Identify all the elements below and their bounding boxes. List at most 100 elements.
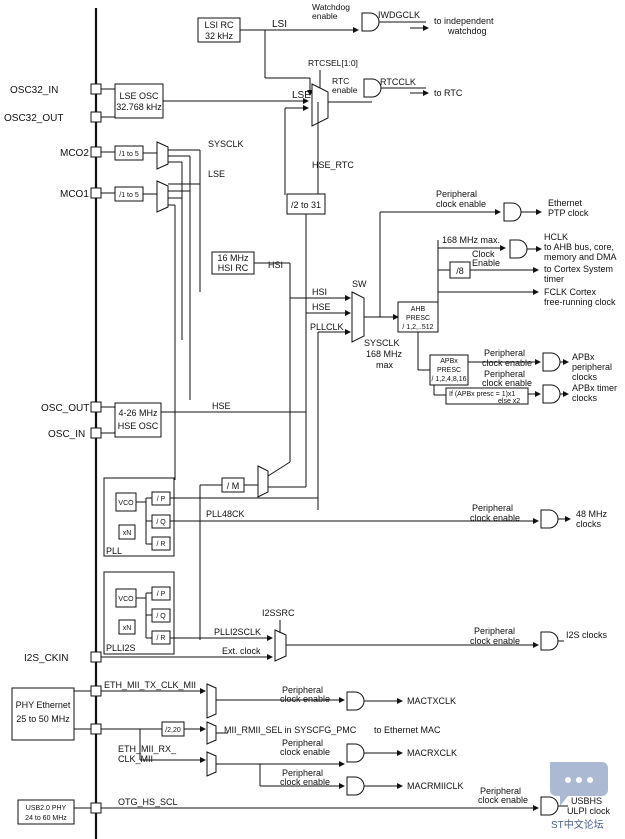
sw-mux: SW xyxy=(351,279,367,343)
mco2-divider: /1 to 5 xyxy=(114,145,144,161)
macrx-gate: Peripheral clock enable xyxy=(280,738,365,763)
i2s-clocks-label: I2S clocks xyxy=(566,630,608,640)
sw-hse-label: HSE xyxy=(312,302,331,312)
lse-osc-block: LSE OSC 32.768 kHz xyxy=(114,83,164,119)
ptp-enable-label: Peripheral xyxy=(436,189,477,199)
ahb-label: AHB xyxy=(411,306,426,313)
ethernet-ptp-label: Ethernet xyxy=(548,198,583,208)
i2ssrc-mux: I2SSRC xyxy=(262,608,295,662)
sw-pllclk-label: PLLCLK xyxy=(310,322,344,332)
watermark-logo xyxy=(550,762,608,806)
mactx-enable-label-2: clock enable xyxy=(280,694,330,704)
hse-rtc-divider-label: /2 to 31 xyxy=(291,200,321,210)
i2s-enable-label-2: clock enable xyxy=(470,636,520,646)
pll-xn-label: xN xyxy=(123,530,132,537)
plli2s-block: VCO xN / P / Q / R PLLI2S xyxy=(103,571,175,655)
mco2-divider-label: /1 to 5 xyxy=(119,151,139,158)
mii-rmii-mux xyxy=(206,721,217,745)
lse-signal-label: LSE xyxy=(292,90,311,101)
hse-osc-block: 4-26 MHz HSE OSC xyxy=(114,402,162,438)
apbx-periph-label: APBx xyxy=(572,352,595,362)
macrmii-enable-label: Peripheral xyxy=(282,768,323,778)
mco2-mux xyxy=(156,141,169,170)
usbhs-enable-label-2: clock enable xyxy=(478,795,528,805)
lsi-rc-freq: 32 kHz xyxy=(205,31,234,41)
osc-out-pin xyxy=(90,401,102,413)
plli2s-r-label: / R xyxy=(157,635,166,642)
i2s-enable-label: Peripheral xyxy=(474,626,515,636)
osc32-out-pin xyxy=(90,111,102,123)
pll-source-mux xyxy=(257,465,269,498)
mco2-sysclk-label: SYSCLK xyxy=(208,139,244,149)
pll48-gate: Peripheral clock enable xyxy=(470,503,559,529)
rtc-enable-label: RTC xyxy=(332,76,349,86)
usbhs-enable-label: Peripheral xyxy=(480,786,521,796)
rtcsel-label: RTCSEL[1:0] xyxy=(308,58,358,68)
mactxclk-label: MACTXCLK xyxy=(407,696,456,706)
usbhs-label-2: ULPI clock xyxy=(567,806,611,816)
pll-m-divider: / M xyxy=(221,477,245,493)
ethernet-ptp-gate: Peripheral clock enable xyxy=(436,189,522,222)
lse-mco-label: LSE xyxy=(208,169,225,179)
osc32-in-label: OSC32_IN xyxy=(10,85,58,96)
ethernet-ptp-label-2: PTP clock xyxy=(548,208,589,218)
macrmii-gate: Peripheral clock enable xyxy=(280,768,365,796)
48mhz-label-2: clocks xyxy=(576,519,602,529)
to-watchdog-label-2: watchdog xyxy=(447,26,487,36)
hsi-rc-label: HSI RC xyxy=(218,263,249,273)
watchdog-and-gate: Watchdog enable xyxy=(312,2,380,32)
otg-hs-pin xyxy=(90,802,102,814)
mco1-divider-label: /1 to 5 xyxy=(119,192,139,199)
apbx-timer-label: APBx timer xyxy=(572,383,617,393)
otg-hs-scl-label: OTG_HS_SCL xyxy=(118,797,178,807)
ahb-max-label: 168 MHz max. xyxy=(442,235,500,245)
apbx-periph-label-3: clocks xyxy=(572,372,598,382)
usb-phy-label: USB2.0 PHY xyxy=(26,805,67,812)
apbx-presc-label: PRESC xyxy=(437,367,461,374)
timer-note-2: else x2 xyxy=(498,398,520,405)
macrxclk-label: MACRXCLK xyxy=(407,748,457,758)
timer-note-1: If (APBx presc = 1)x1 xyxy=(449,391,515,398)
apbx-timer-label-2: clocks xyxy=(572,393,598,403)
usb-phy-block: USB2.0 PHY 24 to 60 MHz xyxy=(17,799,75,825)
lsi-signal-label: LSI xyxy=(272,19,287,30)
mactx-enable-label: Peripheral xyxy=(282,685,323,695)
mco2-pin xyxy=(90,146,102,158)
hclk-gate: Clock Enable xyxy=(472,239,528,268)
eth-tx-pin xyxy=(90,685,102,697)
ptp-enable-label-2: clock enable xyxy=(436,199,486,209)
osc-out-label: OSC_OUT xyxy=(41,403,89,414)
rtcsel-mux: RTCSEL[1:0] xyxy=(308,58,358,127)
plli2s-xn-label: xN xyxy=(123,625,132,632)
ahb-presc-range: / 1,2,..512 xyxy=(402,324,433,331)
hsi-rc-freq: 16 MHz xyxy=(217,253,249,263)
watchdog-enable-label: Watchdog xyxy=(312,2,350,12)
sysclk-main-label: SYSCLK xyxy=(364,338,400,348)
48mhz-label: 48 MHz xyxy=(576,509,608,519)
ahb-presc-label: PRESC xyxy=(406,315,430,322)
pll-name-label: PLL xyxy=(106,546,122,556)
plli2s-p-label: / P xyxy=(157,591,166,598)
mco1-label: MCO1 xyxy=(60,189,89,200)
usbhs-label: USBHS xyxy=(571,796,602,806)
pll-q-label: / Q xyxy=(156,519,166,526)
watermark-text: ST中文论坛 xyxy=(551,818,604,831)
div8-label: /8 xyxy=(456,266,464,276)
cortex-timer-label: to Cortex System xyxy=(544,264,613,274)
apbx-periph-gate: Peripheral clock enable xyxy=(482,348,561,372)
osc-in-label: OSC_IN xyxy=(48,429,85,440)
hsi-rc-block: 16 MHz HSI RC xyxy=(211,251,255,275)
rtcclk-label: RTCCLK xyxy=(380,77,416,87)
apbx-label: APBx xyxy=(440,358,458,365)
mco1-mux xyxy=(156,180,169,213)
mco1-divider: /1 to 5 xyxy=(114,186,144,202)
hse-osc-freq: 4-26 MHz xyxy=(118,408,158,418)
pll-main-block: VCO xN / P / Q / R PLL xyxy=(103,477,175,557)
apbx-timer-note: If (APBx presc = 1)x1 else x2 xyxy=(445,387,529,405)
fclk-label: FCLK Cortex xyxy=(544,287,597,297)
rtc-and-gate: RTC enable xyxy=(332,76,382,98)
pll48-enable-label-2: clock enable xyxy=(470,513,520,523)
div-2-20-label: /2,20 xyxy=(165,727,181,734)
phy-ethernet-freq: 25 to 50 MHz xyxy=(16,714,70,724)
hsi-signal-label: HSI xyxy=(268,260,283,270)
